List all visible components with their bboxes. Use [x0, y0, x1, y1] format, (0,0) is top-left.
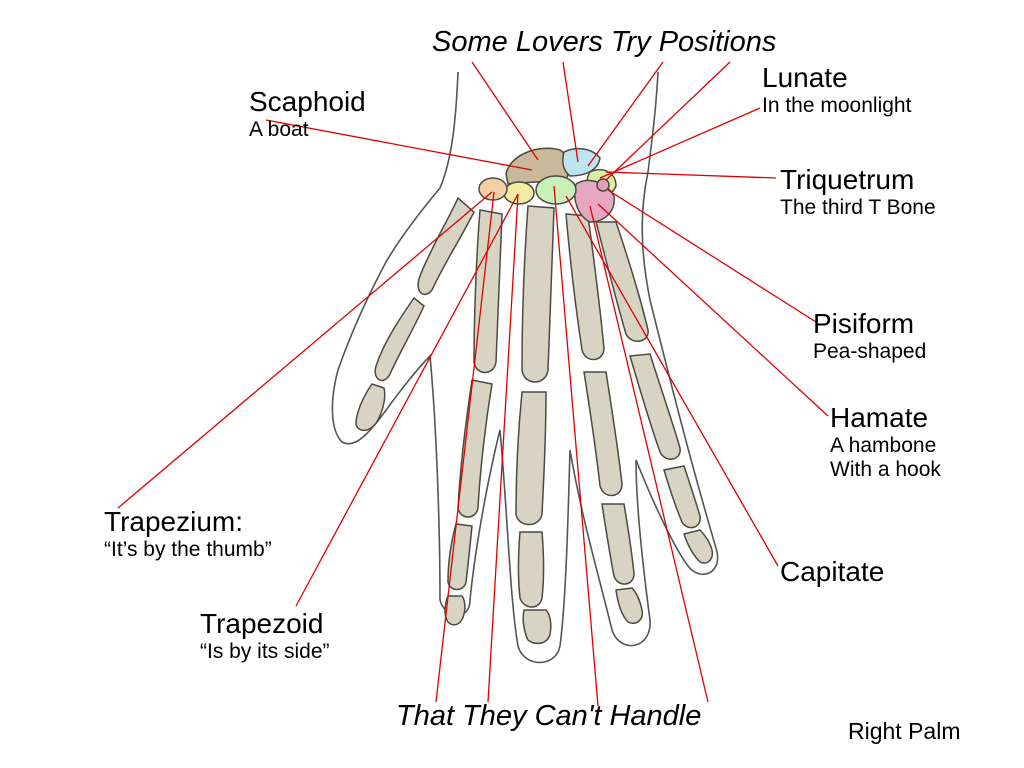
orientation-label: Right Palm	[848, 718, 961, 744]
lunate-name: Lunate	[762, 62, 848, 93]
leader-bottom-c	[553, 185, 599, 707]
middle-distal-phalanx	[522, 609, 552, 645]
leader-triquetrum	[605, 171, 777, 179]
ring-proximal-phalanx	[583, 371, 623, 497]
leader-mnemonic-p	[605, 61, 731, 181]
little-proximal-phalanx	[629, 353, 681, 460]
hamate-hint-2: With a hook	[830, 458, 941, 482]
leader-bottom-t2	[487, 193, 519, 703]
lunate-hint: In the moonlight	[762, 94, 912, 118]
little-metacarpal	[595, 221, 649, 342]
leader-lunate	[599, 107, 761, 179]
trapezoid-label: Trapezoid “Is by its side”	[200, 608, 330, 664]
capitate-bone	[535, 175, 577, 205]
hand-outline	[331, 71, 719, 664]
hamate-label: Hamate A hambone With a hook	[830, 402, 941, 482]
capitate-name: Capitate	[780, 556, 885, 587]
scaphoid-name: Scaphoid	[249, 86, 366, 117]
little-distal-phalanx	[683, 529, 714, 564]
leader-lines	[117, 61, 829, 707]
leader-trapezium	[117, 191, 493, 509]
trapezoid-name: Trapezoid	[200, 608, 324, 639]
pisiform-name: Pisiform	[813, 308, 915, 339]
pisiform-hint: Pea-shaped	[813, 340, 927, 364]
mnemonic-top: Some Lovers Try Positions	[432, 26, 777, 58]
leader-capitate	[565, 195, 779, 567]
lunate-label: Lunate In the moonlight	[762, 62, 911, 118]
hamate-hint-1: A hambone	[830, 434, 937, 458]
leader-pisiform	[607, 189, 817, 323]
middle-metacarpal	[521, 205, 555, 383]
leader-scaphoid	[265, 119, 533, 171]
trapezoid-bone	[503, 181, 535, 205]
index-middle-phalanx	[447, 523, 473, 591]
index-distal-phalanx	[444, 595, 466, 626]
triquetrum-hint: The third T Bone	[780, 196, 936, 220]
leader-trapezoid	[295, 193, 519, 607]
middle-proximal-phalanx	[515, 391, 547, 526]
ring-distal-phalanx	[615, 587, 644, 624]
trapezium-hint: “It’s by the thumb”	[104, 538, 272, 562]
index-proximal-phalanx	[457, 379, 493, 518]
mnemonic-bottom: That They Can't Handle	[396, 700, 702, 732]
leader-mnemonic-t	[587, 61, 664, 167]
thumb-proximal-phalanx	[374, 296, 425, 382]
index-metacarpal	[473, 209, 503, 374]
leader-mnemonic-l	[562, 61, 579, 163]
thumb-distal-phalanx	[355, 383, 386, 432]
leader-hamate	[597, 203, 829, 417]
hamate-name: Hamate	[830, 402, 929, 433]
scaphoid-hint: A boat	[249, 118, 309, 142]
little-middle-phalanx	[663, 465, 701, 529]
pisiform-bone	[596, 178, 610, 192]
trapezium-name: Trapezium:	[104, 506, 244, 537]
ring-metacarpal	[565, 213, 605, 361]
trapezium-label: Trapezium: “It’s by the thumb”	[104, 506, 272, 562]
pisiform-label: Pisiform Pea-shaped	[813, 308, 926, 364]
finger-bones	[355, 196, 714, 645]
triquetrum-name: Triquetrum	[780, 164, 915, 195]
triquetrum-label: Triquetrum The third T Bone	[780, 164, 936, 220]
trapezoid-hint: “Is by its side”	[200, 640, 330, 664]
leader-bottom-t1	[435, 191, 495, 703]
middle-middle-phalanx	[517, 531, 545, 608]
scaphoid-label: Scaphoid A boat	[249, 86, 366, 142]
ring-middle-phalanx	[601, 503, 635, 585]
thumb-metacarpal	[417, 196, 475, 296]
leader-mnemonic-s	[471, 61, 539, 161]
leader-bottom-h	[589, 205, 709, 703]
